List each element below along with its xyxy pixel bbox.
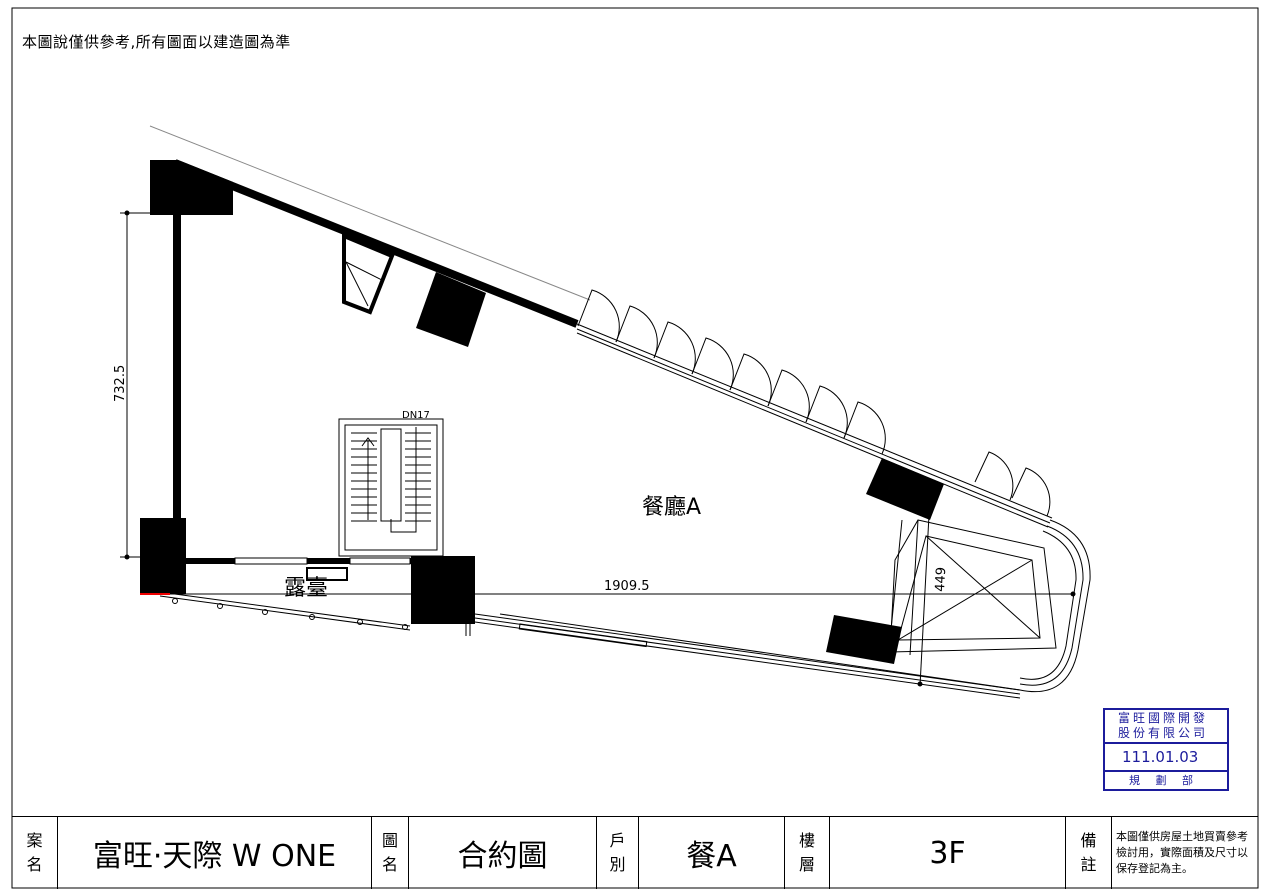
shaft-cross-2 bbox=[345, 261, 369, 307]
dimension-vertical bbox=[120, 210, 150, 560]
east-balcony bbox=[499, 519, 1091, 693]
terrace-label: 露臺 bbox=[284, 576, 328, 601]
unit-value-cell: 餐A bbox=[639, 817, 785, 889]
project-label: 案名 bbox=[26, 831, 43, 874]
dimension-horizontal bbox=[170, 591, 1076, 597]
disclaimer-notice: 本圖說僅供參考,所有圖面以建造圖為準 bbox=[22, 33, 291, 51]
remark-label-cell: 備註 bbox=[1066, 817, 1112, 889]
south-railing bbox=[159, 591, 1021, 699]
floor-label-cell: 樓層 bbox=[785, 817, 830, 889]
stamp-date: 111.01.03 bbox=[1105, 744, 1227, 772]
dimension-diagonal bbox=[917, 495, 931, 687]
project-value-cell: 富旺·天際 W ONE bbox=[58, 817, 372, 889]
unit-value: 餐A bbox=[686, 839, 737, 874]
floor-value: 3F bbox=[929, 835, 966, 871]
column-terrace bbox=[411, 556, 475, 624]
shaft-cross-1 bbox=[345, 261, 383, 281]
drawing-value: 合約圖 bbox=[457, 839, 548, 874]
drawing-label-cell: 圖名 bbox=[372, 817, 409, 889]
dimension-horizontal-label: 1909.5 bbox=[604, 579, 650, 594]
unit-label-cell: 戶別 bbox=[597, 817, 639, 889]
corner-column bbox=[150, 160, 233, 215]
shaft bbox=[342, 233, 395, 315]
stair-label: DN17 bbox=[402, 410, 430, 421]
terrace-unit bbox=[306, 567, 348, 581]
column-diagonal bbox=[416, 272, 486, 347]
remark-label: 備註 bbox=[1080, 831, 1097, 874]
bottom-wall-window bbox=[234, 557, 308, 565]
stamp-company: 富旺國際開發 股份有限公司 bbox=[1105, 710, 1227, 744]
bottom-wall-window-2 bbox=[349, 557, 411, 565]
project-value: 富旺·天際 W ONE bbox=[92, 839, 337, 874]
dimension-diagonal-label: 449 bbox=[933, 567, 949, 593]
column-east-2 bbox=[826, 615, 902, 664]
remark-value-cell: 本圖僅供房屋土地買賣參考檢討用，實際面積及尺寸以保存登記為主。 bbox=[1112, 817, 1258, 889]
room-label: 餐廳A bbox=[642, 495, 701, 520]
company-stamp: 富旺國際開發 股份有限公司 111.01.03 規 劃 部 bbox=[1103, 708, 1229, 791]
reference-line bbox=[149, 125, 591, 301]
project-label-cell: 案名 bbox=[12, 817, 58, 889]
diagonal-wall bbox=[173, 159, 579, 328]
floor-value-cell: 3F bbox=[830, 817, 1066, 889]
drawing-label: 圖名 bbox=[381, 831, 398, 874]
title-block: 案名 富旺·天際 W ONE 圖名 合約圖 戶別 餐A 樓層 3F 備註 本圖僅… bbox=[12, 816, 1258, 889]
remark-value: 本圖僅供房屋土地買賣參考檢討用，實際面積及尺寸以保存登記為主。 bbox=[1116, 830, 1248, 875]
drawing-value-cell: 合約圖 bbox=[409, 817, 597, 889]
unit-label: 戶別 bbox=[609, 831, 626, 874]
curtain-wall-north bbox=[576, 323, 1053, 528]
staircase bbox=[338, 418, 444, 557]
door-swings bbox=[577, 289, 1051, 517]
column-east-1 bbox=[866, 458, 944, 520]
sheet-border bbox=[11, 7, 1259, 889]
stamp-department: 規 劃 部 bbox=[1129, 774, 1199, 787]
floor-label: 樓層 bbox=[798, 831, 815, 874]
dimension-vertical-label: 732.5 bbox=[113, 365, 128, 402]
bottom-left-column bbox=[140, 518, 186, 594]
